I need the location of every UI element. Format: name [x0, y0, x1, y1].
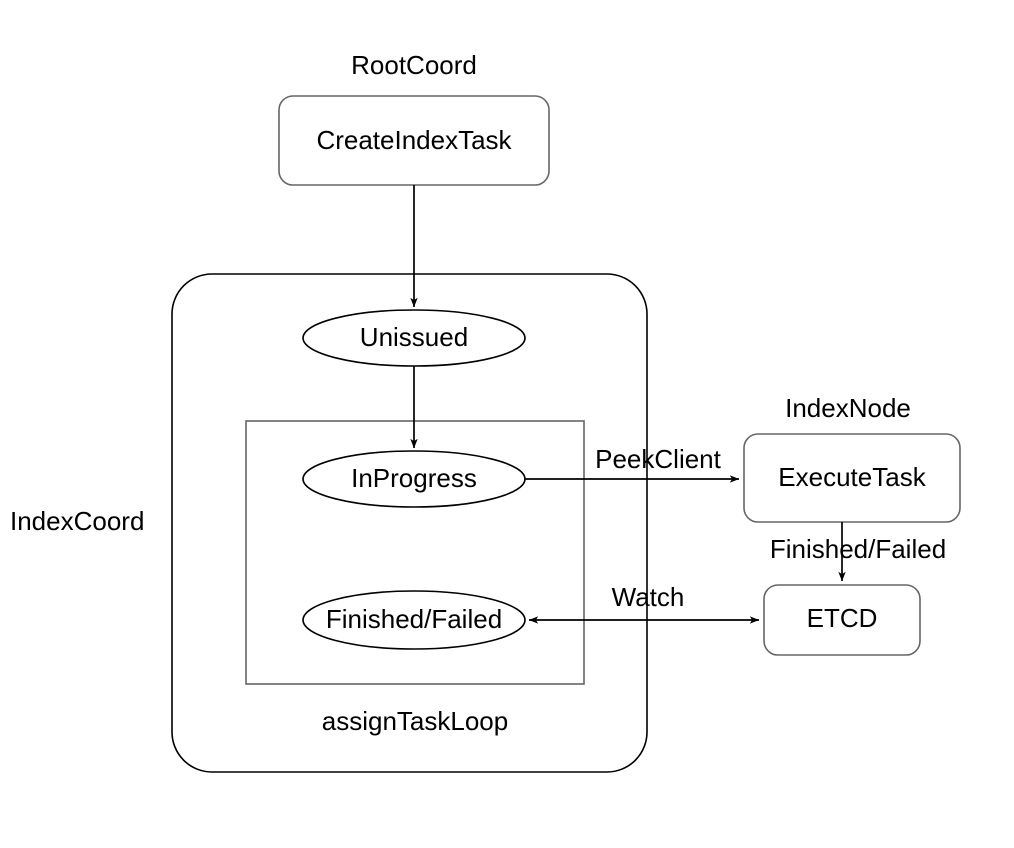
node-label-create-index-task: CreateIndexTask: [316, 125, 512, 155]
edge-label-watch: Watch: [612, 582, 685, 612]
node-label-finished-failed: Finished/Failed: [326, 604, 502, 634]
node-finished-failed[interactable]: [302, 590, 526, 650]
node-label-in-progress: InProgress: [351, 463, 477, 493]
group-container-assigntaskloop: [245, 420, 585, 685]
node-execute-task[interactable]: [743, 433, 961, 523]
group-label-rootcoord: RootCoord: [351, 50, 477, 80]
node-label-unissued: Unissued: [360, 322, 468, 352]
group-container-indexcoord: [171, 273, 648, 773]
group-label-indexnode: IndexNode: [785, 393, 911, 423]
group-label-assigntaskloop: assignTaskLoop: [322, 706, 508, 736]
edge-label-finished-failed: Finished/Failed: [770, 534, 946, 564]
edge-label-peekclient: PeekClient: [595, 444, 722, 474]
node-label-etcd: ETCD: [807, 603, 878, 633]
group-label-indexcoord: IndexCoord: [10, 506, 144, 536]
node-etcd[interactable]: [763, 584, 921, 656]
node-label-execute-task: ExecuteTask: [778, 462, 926, 492]
